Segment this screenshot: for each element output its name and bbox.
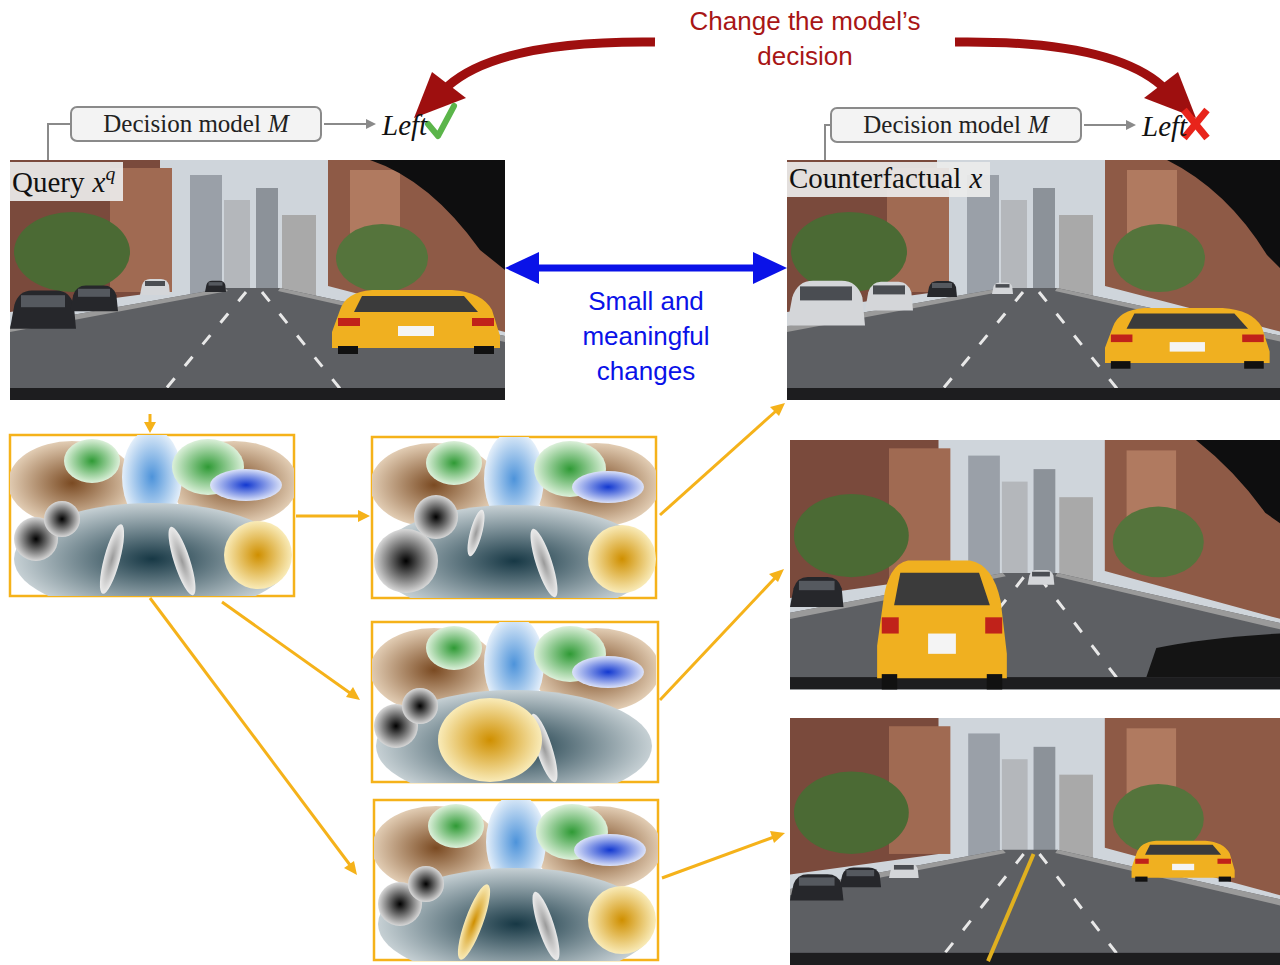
node-text: Decision model: [863, 111, 1021, 139]
check-mark: [428, 106, 454, 136]
scene-blobs: [374, 800, 658, 961]
image-label: Queryxq: [10, 162, 123, 201]
cross-mark: [1184, 110, 1207, 138]
scene-blobs: [10, 435, 294, 596]
connector: [505, 252, 787, 284]
edge-label: Small and meaningful changes: [560, 284, 732, 389]
node-text: Decision model: [103, 110, 261, 138]
counterfactual-photo: [787, 160, 1280, 400]
node-text: x: [93, 166, 106, 198]
node-text: Query: [12, 166, 84, 198]
model-box: Decision modelM: [830, 107, 1082, 143]
arrowhead: [753, 252, 787, 284]
model-output: Left: [382, 106, 427, 145]
counterfactual-photo: [790, 440, 1280, 690]
arrowhead: [505, 252, 539, 284]
node-text: x: [969, 162, 982, 194]
connector-line: [537, 265, 755, 272]
scene-blobs: [372, 622, 656, 783]
connector-line: [48, 124, 70, 160]
model-output: Left: [1142, 107, 1187, 146]
query-photo: [10, 160, 505, 400]
node-text: M: [268, 110, 289, 138]
image-label: Counterfactualx: [787, 162, 990, 197]
node-text: q: [105, 162, 115, 184]
model-box: Decision modelM: [70, 106, 322, 142]
counterfactual-photo: [790, 718, 1280, 965]
annotation: Change the model’s decision: [680, 4, 930, 74]
flow-arrow: [144, 403, 785, 878]
image-panel: Queryxq: [10, 160, 505, 400]
scene-blobs: [372, 437, 656, 598]
node-text: Counterfactual: [789, 162, 961, 194]
image-panel: Counterfactualx: [787, 160, 1280, 400]
connector: [48, 124, 70, 160]
node-text: M: [1028, 111, 1049, 139]
